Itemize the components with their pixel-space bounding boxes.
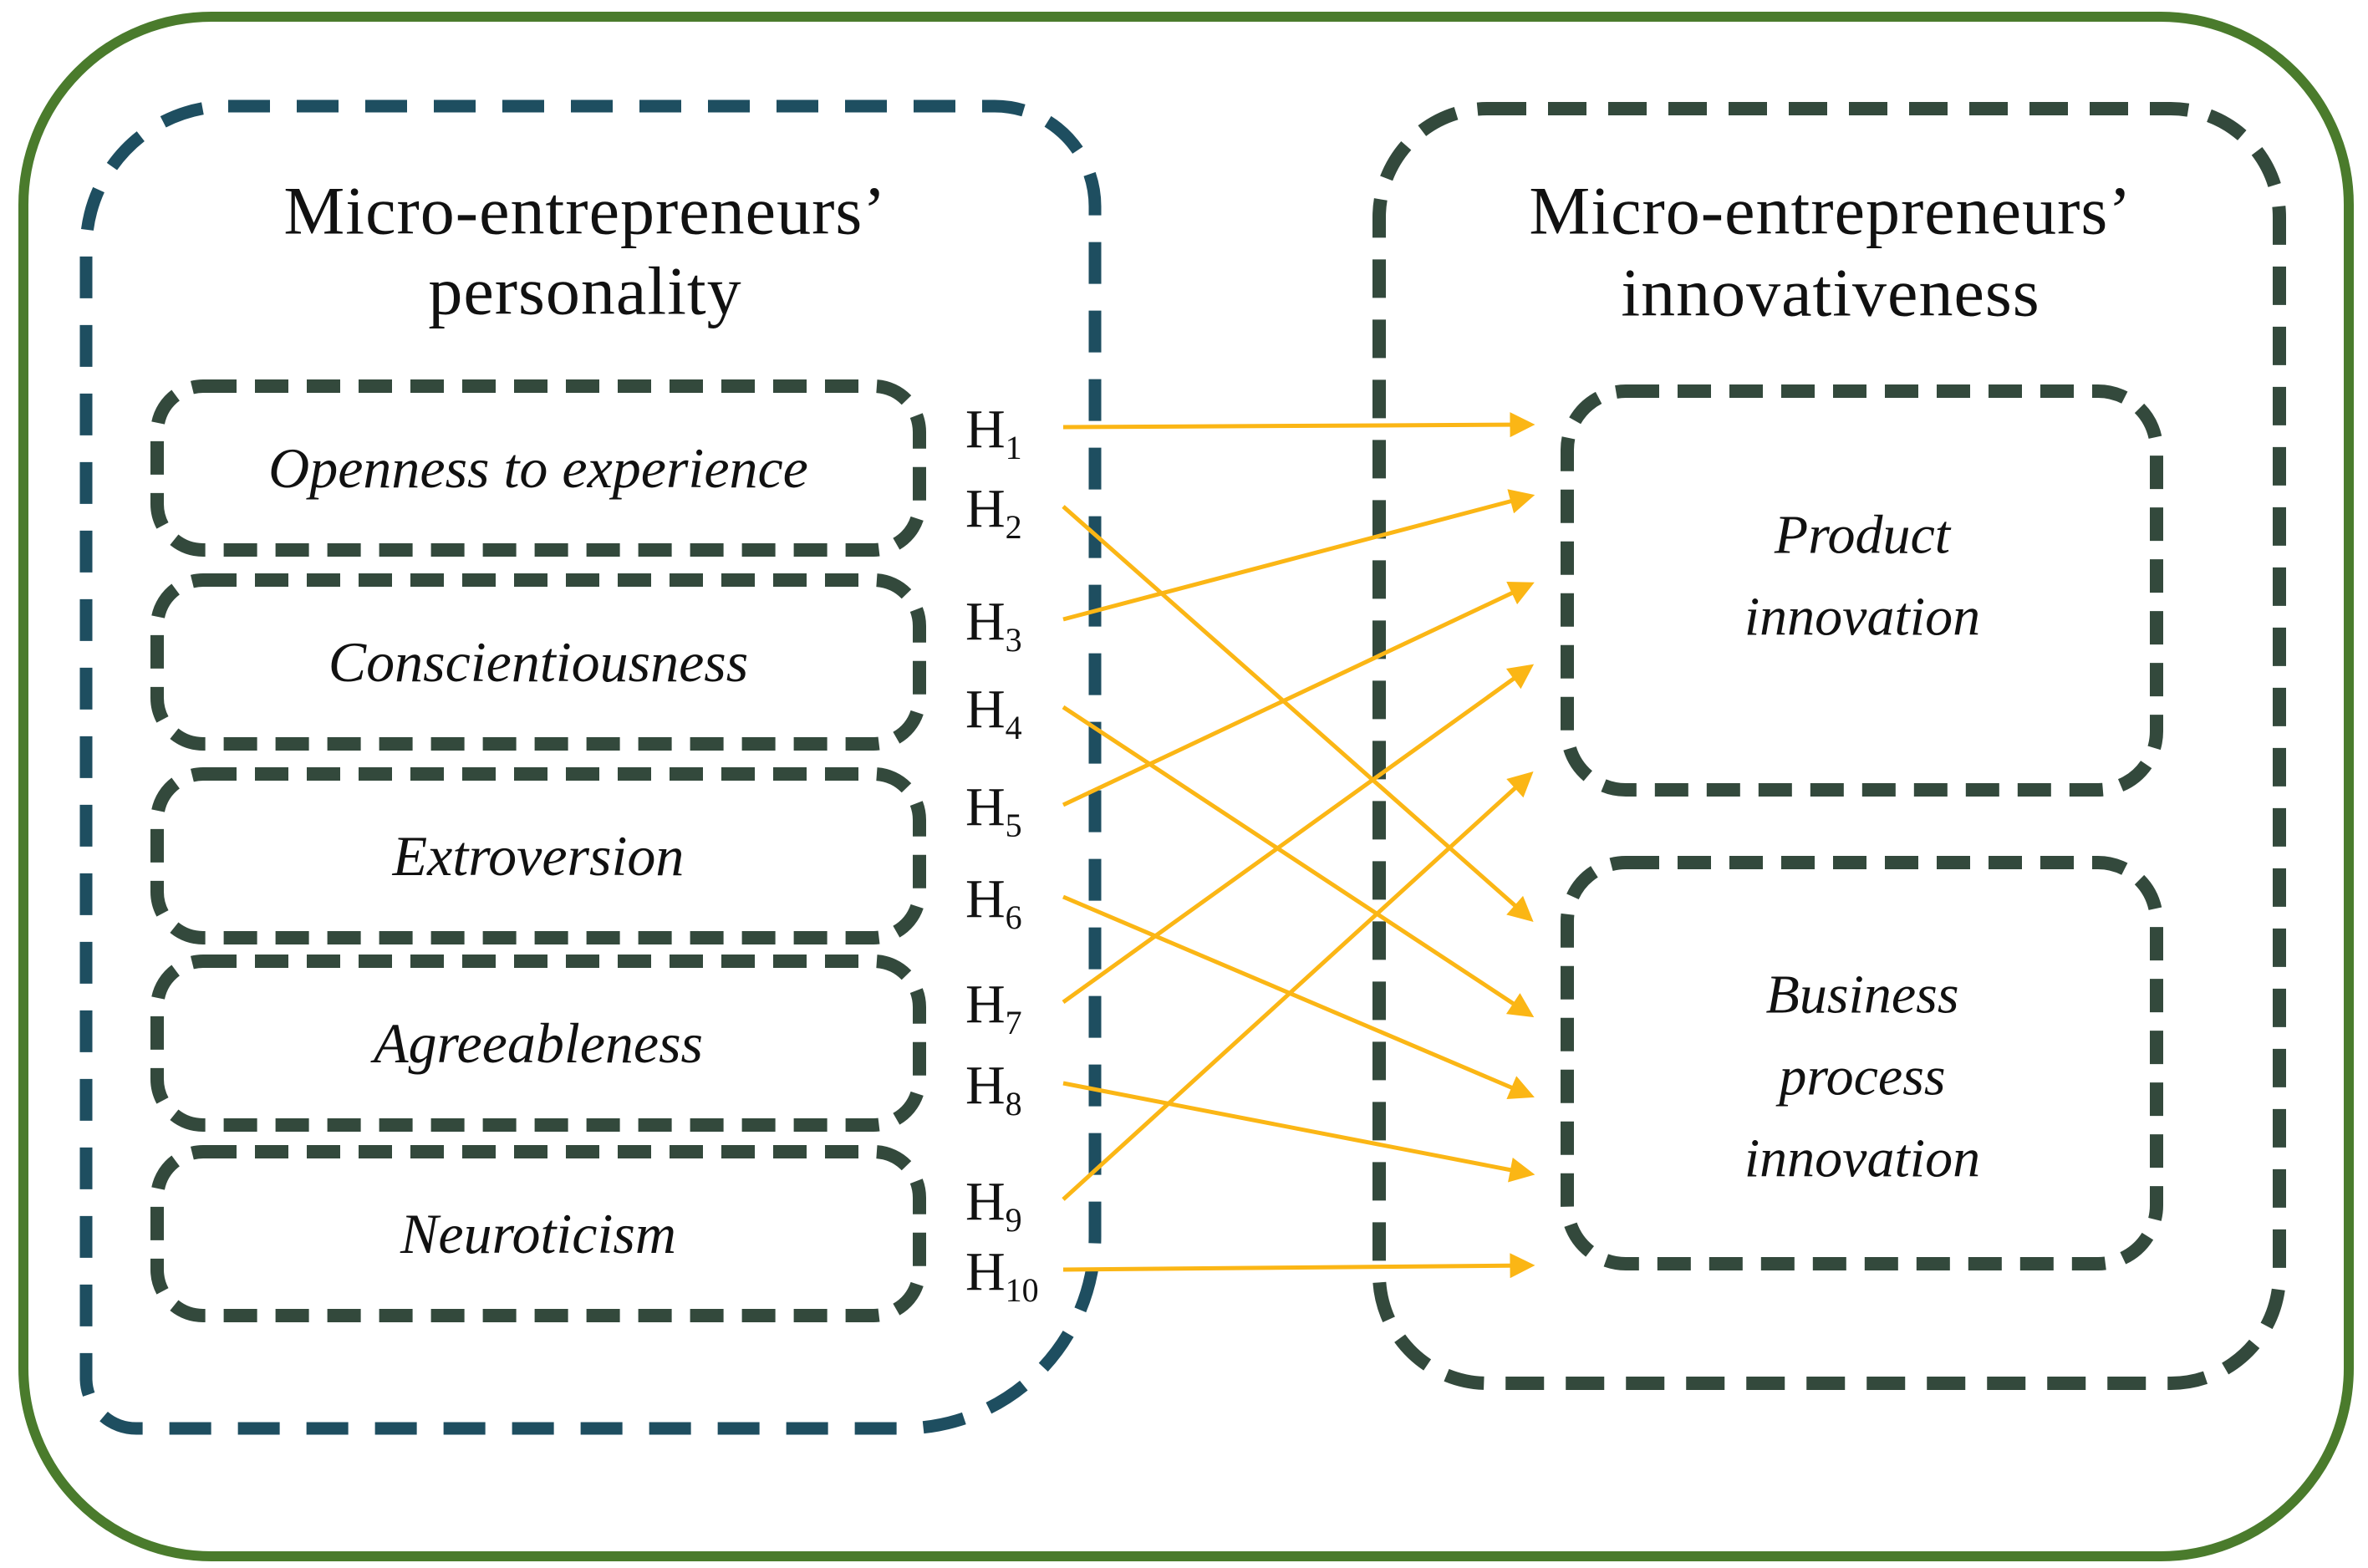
hypothesis-arrow-h7	[1062, 664, 1535, 1005]
innovativeness-container	[1372, 102, 2286, 1390]
business-process-label-line1: Business	[1766, 965, 1959, 1026]
trait-box-extroversion-label: Extroversion	[392, 824, 685, 888]
trait-box-extroversion-border	[150, 767, 926, 944]
trait-box-extroversion: Extroversion	[150, 767, 926, 944]
business-process-innovation-box: Business process innovation	[1561, 856, 2163, 1270]
hypothesis-arrow-h10	[1062, 1253, 1535, 1279]
hypothesis-arrow-h3	[1062, 489, 1535, 622]
product-innovation-label-line2: innovation	[1744, 587, 1980, 648]
trait-box-neuroticism-border	[150, 1145, 926, 1322]
hypothesis-label-h9: H9	[965, 1171, 1022, 1239]
hypothesis-arrow-h4	[1062, 705, 1535, 1018]
trait-box-openness-label: Openness to experience	[268, 436, 808, 500]
hypothesis-label-h7: H7	[965, 974, 1022, 1041]
innovativeness-title-line1: Micro-entrepreneurs’	[1529, 173, 2131, 249]
trait-box-agreeableness: Agreeableness	[150, 955, 926, 1132]
business-process-label-line3: innovation	[1744, 1128, 1980, 1189]
trait-box-openness-border	[150, 379, 926, 557]
outer-frame	[18, 12, 2354, 1561]
hypothesis-label-h2: H2	[965, 478, 1022, 546]
hypothesis-label-h3: H3	[965, 591, 1022, 659]
trait-box-neuroticism-label: Neuroticism	[400, 1202, 676, 1265]
trait-box-conscientiousness-border	[150, 573, 926, 751]
personality-title-line2: personality	[428, 253, 741, 329]
innovativeness-title-line2: innovativeness	[1621, 255, 2040, 331]
hypothesis-label-h8: H8	[965, 1055, 1022, 1123]
hypothesis-arrow-h9	[1062, 771, 1534, 1201]
hypothesis-arrow-h5	[1062, 582, 1535, 807]
hypothesis-label-h10: H10	[965, 1241, 1039, 1309]
product-innovation-box: Product innovation	[1561, 384, 2163, 797]
personality-container	[79, 99, 1102, 1435]
trait-box-agreeableness-label: Agreeableness	[370, 1011, 703, 1075]
hypothesis-arrows	[1062, 412, 1535, 1279]
hypothesis-arrow-h8	[1062, 1081, 1535, 1183]
hypothesis-label-h1: H1	[965, 399, 1022, 466]
hypothesis-label-h4: H4	[965, 679, 1022, 746]
trait-box-conscientiousness-label: Conscientiousness	[328, 630, 748, 694]
personality-title-line1: Micro-entrepreneurs’	[283, 173, 886, 249]
business-process-label-line2: process	[1775, 1046, 1945, 1107]
hypothesis-label-h6: H6	[965, 868, 1022, 936]
trait-box-conscientiousness: Conscientiousness	[150, 573, 926, 751]
trait-box-neuroticism: Neuroticism	[150, 1145, 926, 1322]
hypothesis-label-h5: H5	[965, 776, 1022, 844]
hypothesis-arrow-h1	[1062, 412, 1535, 438]
hypothesis-arrow-h6	[1062, 894, 1535, 1099]
product-innovation-border	[1561, 384, 2163, 797]
product-innovation-label-line1: Product	[1774, 505, 1952, 566]
trait-box-agreeableness-border	[150, 955, 926, 1132]
hypothesis-arrow-h2	[1062, 505, 1534, 922]
trait-box-openness: Openness to experience	[150, 379, 926, 557]
business-process-innovation-border	[1561, 856, 2163, 1270]
